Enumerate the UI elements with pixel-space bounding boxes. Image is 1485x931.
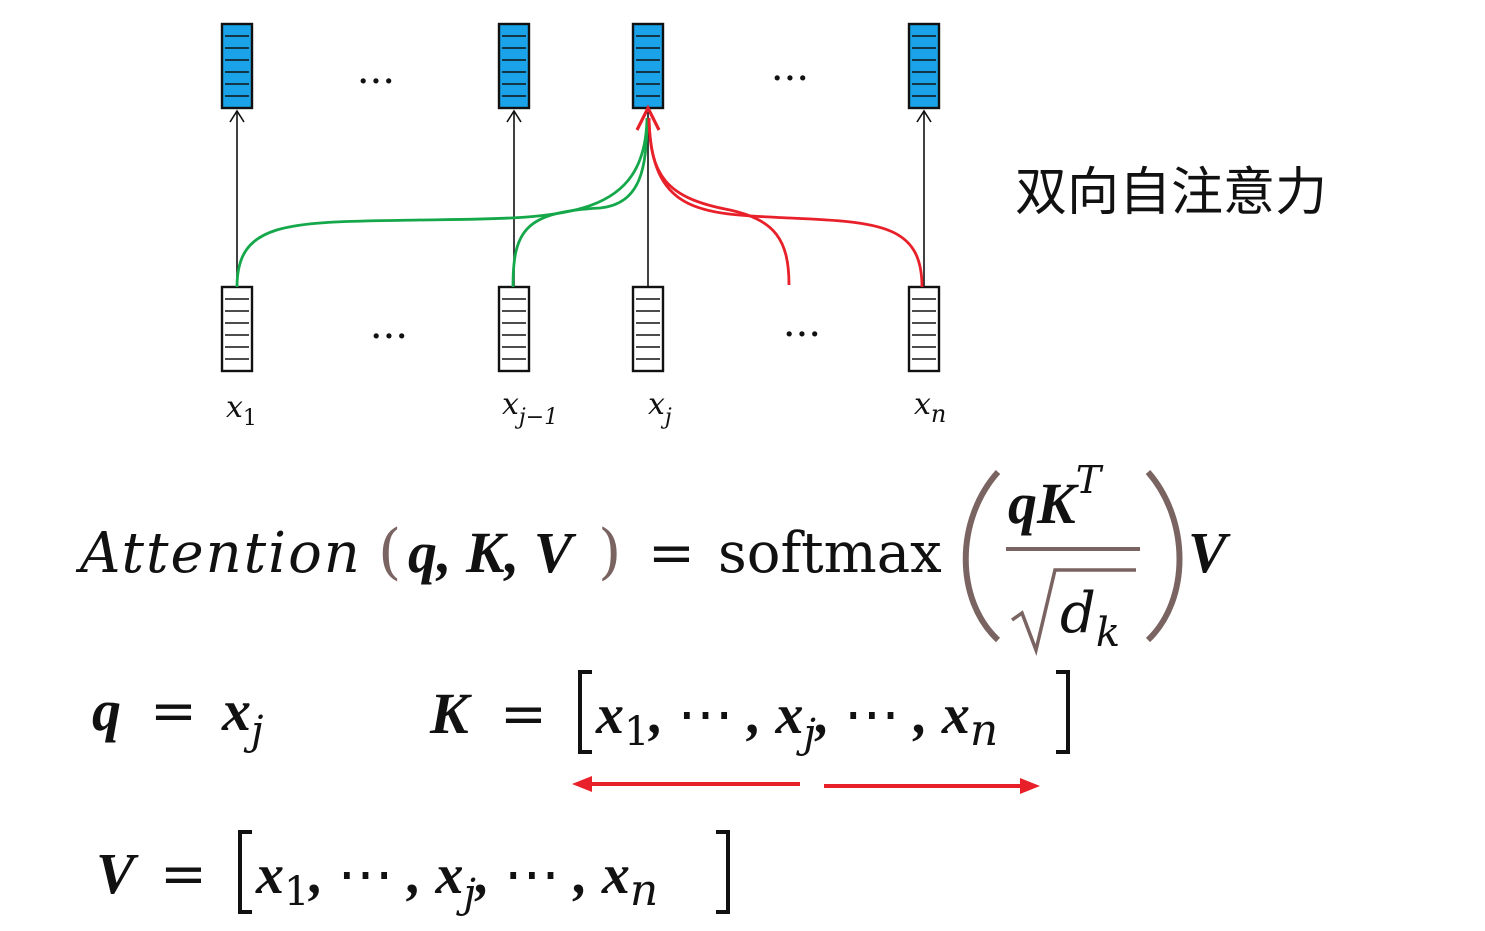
output-vector-3	[631, 22, 665, 110]
output-vectors	[220, 22, 941, 110]
token-labels: x1 xj−1 xj xn	[226, 387, 946, 431]
v-definition: V = x1, ⋯ , xj, ⋯ , xn	[96, 830, 730, 917]
arrow-xj-1-head	[506, 109, 522, 123]
attention-open-paren: (	[378, 517, 401, 587]
q-definition: q = xj	[92, 678, 263, 754]
edge-red-head	[635, 104, 661, 131]
attention-args: q, K, V	[408, 520, 577, 585]
arrow-x1-head	[229, 109, 245, 123]
arrow-xn-head	[916, 109, 932, 123]
attention-softmax: softmax	[718, 521, 942, 586]
output-vector-box-1	[220, 22, 254, 110]
input-vectors	[220, 285, 941, 373]
output-vector-4	[907, 22, 941, 110]
attention-tail: V	[1188, 520, 1231, 585]
edge-red-xn	[647, 117, 924, 288]
ellipsis-top-left: ···	[357, 59, 395, 105]
k-direction-arrows	[572, 776, 1040, 794]
k-equals: =	[500, 682, 547, 747]
input-vector-1	[220, 285, 254, 373]
q-rhs: xj	[221, 678, 263, 754]
input-vector-box-3	[631, 285, 665, 373]
token-label-xj: xj	[648, 387, 672, 430]
left-direction-arrowhead	[572, 776, 592, 792]
fraction-numerator: qKT	[1008, 458, 1104, 536]
token-label-x1: x1	[226, 390, 257, 431]
k-close-bracket	[1056, 670, 1070, 754]
input-vector-4	[907, 285, 941, 373]
ellipses: ··· ··· ··· ···	[357, 56, 821, 360]
k-items: x1, ⋯ , xj, ⋯ , xn	[595, 682, 998, 757]
ellipsis-top-right: ···	[771, 56, 809, 102]
attention-name: Attention	[75, 521, 362, 586]
output-vector-box-2	[497, 22, 531, 110]
vertical-arrows	[229, 109, 932, 287]
attention-formula: Attention ( q, K, V ) = softmax qKT dk V	[75, 458, 1231, 656]
v-close-bracket	[716, 830, 730, 914]
k-lhs: K	[429, 681, 472, 746]
input-vector-3	[631, 285, 665, 373]
v-items: x1, ⋯ , xj, ⋯ , xn	[255, 842, 658, 917]
v-open-bracket	[238, 830, 252, 914]
token-label-xj-1: xj−1	[502, 387, 558, 430]
attention-close-paren: )	[598, 517, 621, 587]
v-equals: =	[160, 842, 207, 907]
k-definition: K = x1, ⋯ , xj, ⋯ , xn	[429, 670, 1070, 757]
softmax-close-paren	[1145, 470, 1183, 643]
diagram-title: 双向自注意力	[1015, 163, 1327, 223]
sqrt-sign	[1010, 568, 1136, 656]
output-vector-1	[220, 22, 254, 110]
softmax-open-paren	[962, 470, 1001, 643]
k-open-bracket	[578, 670, 592, 754]
input-vector-box-4	[907, 285, 941, 373]
right-direction-arrowhead	[1020, 778, 1040, 794]
edge-green-x1	[235, 117, 649, 288]
ellipsis-bottom-left: ···	[370, 314, 408, 360]
output-vector-box-4	[907, 22, 941, 110]
edge-green-xj-1	[511, 117, 649, 288]
q-lhs: q	[92, 678, 121, 743]
attention-equals: =	[648, 521, 695, 586]
fraction-denominator: dk	[1060, 581, 1120, 656]
ellipsis-bottom-right: ···	[783, 312, 821, 358]
v-lhs: V	[96, 841, 139, 906]
edge-red-mid	[647, 117, 791, 286]
output-vector-2	[497, 22, 531, 110]
input-vector-2	[497, 285, 531, 373]
token-label-xn: xn	[914, 387, 946, 428]
green-edges	[235, 117, 649, 288]
q-equals: =	[150, 679, 197, 744]
red-edges	[635, 104, 924, 288]
